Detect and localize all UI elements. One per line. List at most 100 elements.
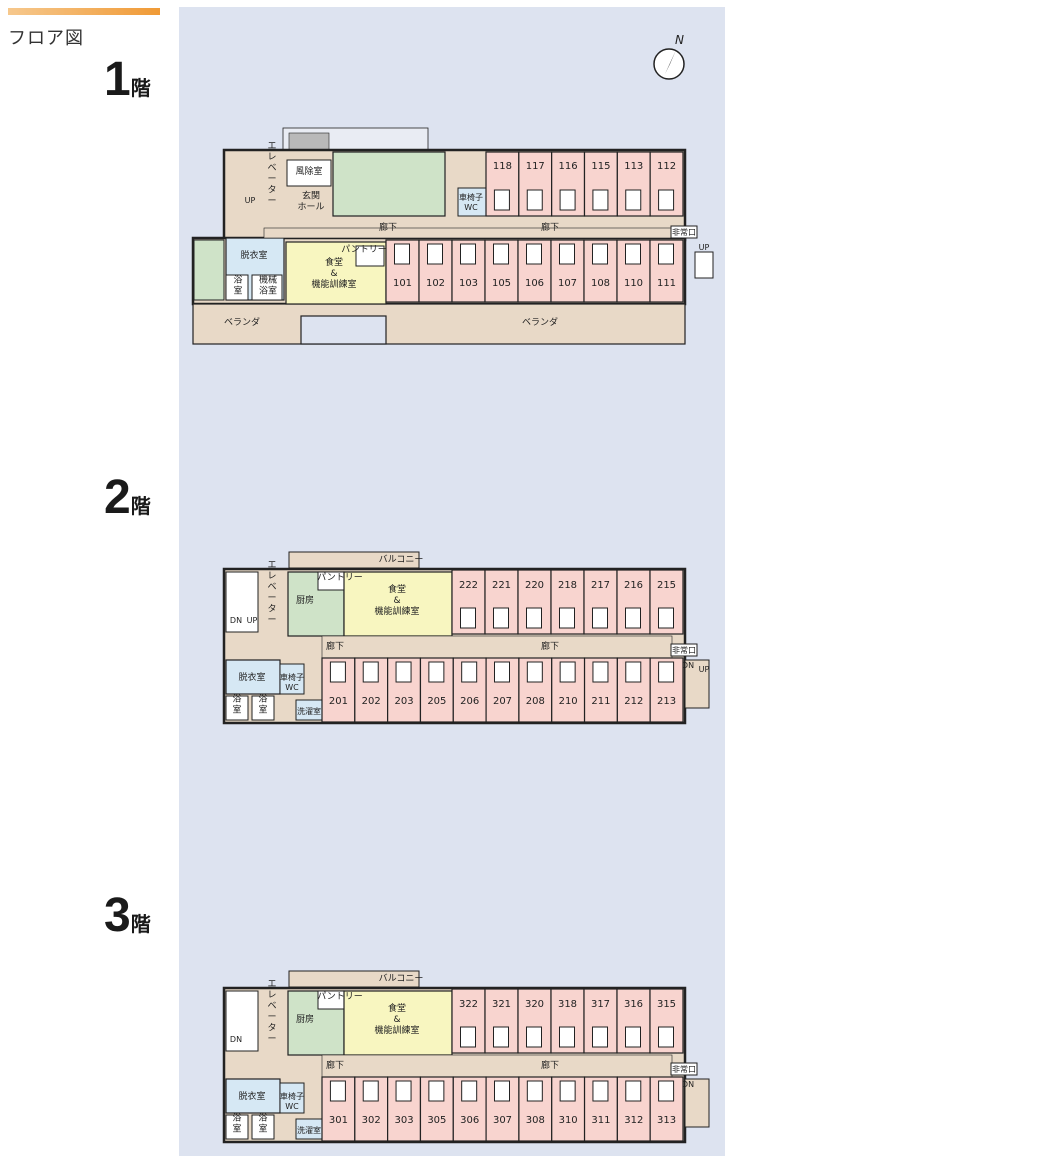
f2-wc-room [279,663,305,695]
f1-room-number-115: 115 [591,161,610,172]
f3-pantry-label: パントリー [317,991,362,1002]
f1-pantry-room [355,245,385,267]
f3-dining-room [343,990,453,1056]
f2-stair-east [684,659,710,709]
f3-bed-322 [460,1026,476,1048]
f1-bed-101 [394,243,410,265]
f1-wc-room [457,187,487,217]
f2-bath-label-2: 浴室 [258,694,267,716]
f1-room-number-113: 113 [624,161,643,172]
title-accent-bar [8,8,160,15]
f3-bath-label-2: 浴室 [258,1113,267,1135]
f2-bed-217 [592,607,608,629]
f1-room-number-103: 103 [459,278,478,289]
f1-room-number-105: 105 [492,278,511,289]
f1-room-number-108: 108 [591,278,610,289]
f3-bed-316 [625,1026,641,1048]
f1-room-number-117: 117 [526,161,545,172]
f1-corridor [263,227,673,239]
floor-3-label: 3階 [104,888,151,943]
f1-dressing-label: 脱衣室 [240,249,267,261]
f3-wc-room [279,1082,305,1114]
f1-veranda-notch [300,315,387,345]
f3-bed-308 [526,1080,543,1102]
f1-room-number-102: 102 [426,278,445,289]
f1-machine-bath-room [251,274,283,301]
f2-bed-216 [625,607,641,629]
f2-bed-220 [526,607,542,629]
f1-bed-118 [493,189,510,211]
f2-room-number-211: 211 [591,696,610,707]
f2-room-number-205: 205 [427,696,446,707]
f2-room-number-215: 215 [657,580,676,591]
f2-bed-210 [559,661,576,683]
f2-dressing-label: 脱衣室 [238,671,265,683]
f3-bed-317 [592,1026,608,1048]
f1-bath-label: 浴室 [233,275,242,297]
compass-letter: N [675,33,684,47]
f2-room-number-201: 201 [329,696,348,707]
f3-kitchen-label: 厨房 [296,1013,314,1025]
f3-room-number-301: 301 [329,1115,348,1126]
f3-bed-318 [559,1026,575,1048]
f1-bed-105 [493,243,509,265]
f2-bed-218 [559,607,575,629]
f2-bath-label-1: 浴室 [232,694,241,716]
f1-pantry-label: パントリー [341,244,386,255]
f2-bed-203 [395,661,412,683]
f3-bed-310 [559,1080,576,1102]
f1-room-number-116: 116 [559,161,578,172]
f2-east-dn-label: DN [682,661,694,670]
floor-2-suffix: 階 [130,494,151,518]
f2-bed-221 [493,607,509,629]
f3-bed-315 [658,1026,674,1048]
f2-dn-label: DN [230,616,242,625]
f3-room-number-305: 305 [427,1115,446,1126]
f2-corridor-label-1: 廊下 [326,640,344,652]
f3-dn-label: DN [230,1035,242,1044]
f3-bed-313 [658,1080,675,1102]
f1-veranda-label-2: ベランダ [522,316,558,328]
f3-bed-312 [625,1080,642,1102]
f3-room-number-317: 317 [591,999,610,1010]
f2-laundry-label: 洗濯室 [297,706,321,716]
f3-room-number-320: 320 [525,999,544,1010]
f2-exit-box [670,643,698,657]
f3-room-number-306: 306 [460,1115,479,1126]
f3-bed-302 [362,1080,379,1102]
f1-bed-107 [559,243,575,265]
f1-bed-110 [625,243,641,265]
f3-room-number-322: 322 [459,999,478,1010]
f1-windbreak-room [286,159,332,187]
f1-stair-up-label: UP [699,243,710,252]
f2-up-label: UP [247,616,258,625]
f1-corridor-label-1: 廊下 [379,221,397,233]
f3-dining-label: 食堂&機能訓練室 [374,1002,419,1036]
f2-bed-201 [329,661,346,683]
f1-bed-112 [658,189,675,211]
f3-room-number-312: 312 [624,1115,643,1126]
f2-corridor-label-2: 廊下 [541,640,559,652]
f3-dressing-label: 脱衣室 [238,1090,265,1102]
f3-bed-305 [428,1080,445,1102]
f1-veranda-label-1: ベランダ [224,316,260,328]
f1-stair-room [193,239,225,301]
f1-room-number-112: 112 [657,161,676,172]
north-compass-icon: N [653,33,685,80]
f1-room-number-110: 110 [624,278,643,289]
f1-room-number-107: 107 [558,278,577,289]
f2-stair-room [225,571,259,633]
f3-bath-room-2 [251,1114,275,1140]
page-title: フロア図 [8,28,84,49]
floor-2-label: 2階 [104,470,151,525]
f2-kitchen-label: 厨房 [296,594,314,606]
f2-room-number-210: 210 [559,696,578,707]
f2-bed-213 [658,661,675,683]
f3-room-number-308: 308 [526,1115,545,1126]
f2-room-number-218: 218 [558,580,577,591]
f1-room-number-101: 101 [393,278,412,289]
f2-dining-label: 食堂&機能訓練室 [374,583,419,617]
f3-corridor [321,1054,673,1078]
f1-bed-117 [526,189,543,211]
f3-balcony-label: バルコニー [379,973,424,984]
